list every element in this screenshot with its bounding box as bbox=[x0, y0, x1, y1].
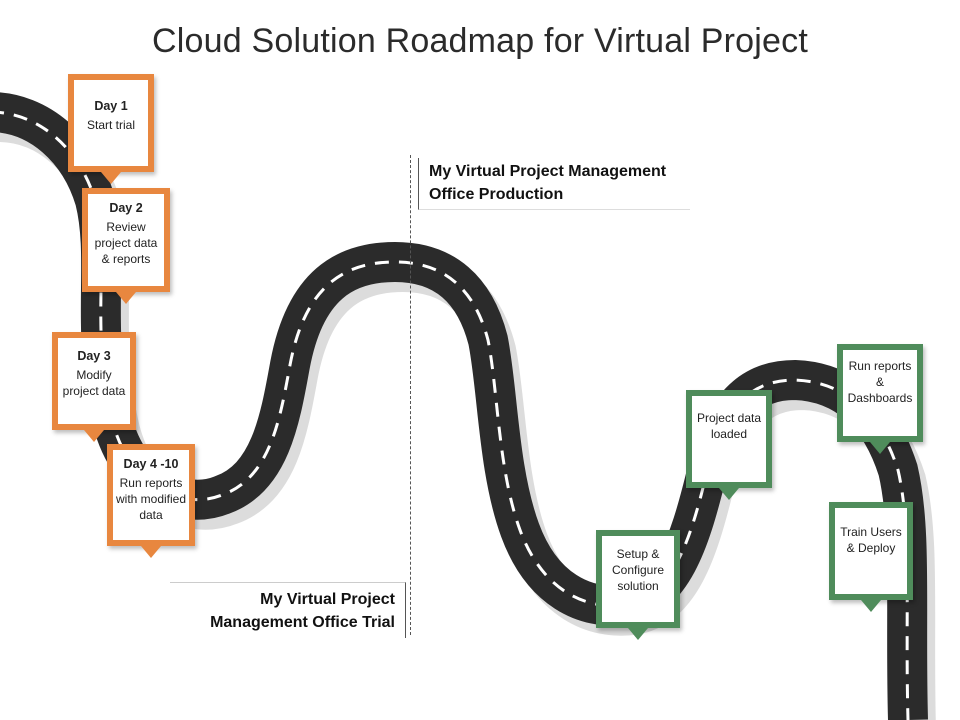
trial-step-card: Day 1 Start trial bbox=[68, 74, 154, 184]
step-text: Project data loaded bbox=[696, 411, 762, 441]
step-text: Train Users & Deploy bbox=[840, 525, 902, 555]
step-text: Run reports with modified data bbox=[115, 476, 187, 522]
card-pointer bbox=[861, 600, 881, 612]
trial-step-card: Day 3 Modify project data bbox=[52, 332, 136, 442]
card-pointer bbox=[719, 488, 739, 500]
card-pointer bbox=[870, 442, 890, 454]
step-text: Run reports & Dashboards bbox=[847, 359, 913, 405]
step-text: Review project data & reports bbox=[94, 220, 158, 266]
page-title: Cloud Solution Roadmap for Virtual Proje… bbox=[151, 22, 808, 60]
card-body: Setup & Configure solution bbox=[602, 536, 674, 622]
phase-label-trial: My Virtual Project Management Office Tri… bbox=[170, 582, 406, 638]
card-body: Run reports & Dashboards bbox=[843, 350, 917, 436]
step-day: Day 2 bbox=[109, 201, 143, 215]
step-text: Modify project data bbox=[62, 368, 126, 398]
step-day: Day 3 bbox=[77, 349, 111, 363]
production-step-card: Train Users & Deploy bbox=[829, 502, 913, 612]
card-pointer bbox=[84, 430, 104, 442]
card-body: Day 1 Start trial bbox=[74, 80, 148, 166]
phase-label-production: My Virtual Project Management Office Pro… bbox=[418, 158, 690, 210]
card-pointer bbox=[116, 292, 136, 304]
step-day: Day 4 -10 bbox=[123, 457, 179, 471]
card-body: Day 2 Review project data & reports bbox=[88, 194, 164, 286]
card-body: Project data loaded bbox=[692, 396, 766, 482]
trial-step-card: Day 2 Review project data & reports bbox=[82, 188, 170, 304]
step-text: Start trial bbox=[86, 118, 135, 132]
production-step-card: Run reports & Dashboards bbox=[837, 344, 923, 454]
road-lane-markings bbox=[0, 111, 910, 720]
production-step-card: Setup & Configure solution bbox=[596, 530, 680, 640]
card-body: Train Users & Deploy bbox=[835, 508, 907, 594]
card-pointer bbox=[141, 546, 161, 558]
card-pointer bbox=[101, 172, 121, 184]
card-body: Day 3 Modify project data bbox=[58, 338, 130, 424]
card-pointer bbox=[628, 628, 648, 640]
step-day: Day 1 bbox=[94, 99, 128, 113]
trial-step-card: Day 4 -10 Run reports with modified data bbox=[107, 444, 195, 558]
card-body: Day 4 -10 Run reports with modified data bbox=[113, 450, 189, 540]
step-text: Setup & Configure solution bbox=[611, 547, 665, 593]
production-step-card: Project data loaded bbox=[686, 390, 772, 500]
phase-divider bbox=[410, 155, 411, 635]
